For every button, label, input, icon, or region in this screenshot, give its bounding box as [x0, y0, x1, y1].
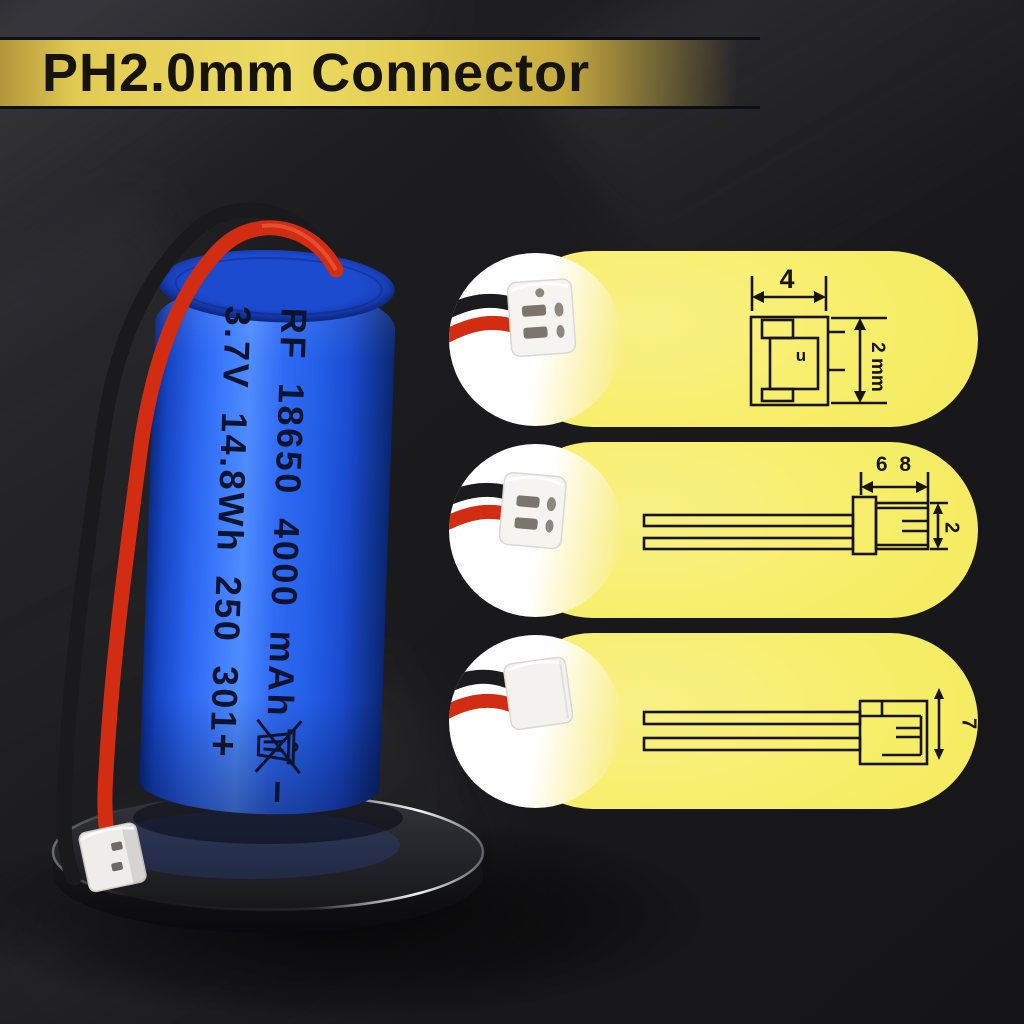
dim-pitch-label: 2: [940, 521, 963, 534]
battery-18650: RF 18650 4000 mAh − 3.7V 14.8Wh 250 301: [138, 246, 398, 822]
panel2-photo-circle: [449, 444, 622, 617]
dim-height-label: 7: [957, 717, 980, 730]
battery-print: RF 18650 4000 mAh − 3.7V 14.8Wh 250 301: [198, 305, 318, 807]
cavity-key-label: u: [795, 346, 807, 365]
panel1-photo-circle: [449, 253, 622, 426]
ph2-connector-angle-photo-icon: [449, 472, 567, 550]
dim-width-label: 4: [779, 264, 795, 294]
front-view-diagram: [749, 276, 887, 407]
title-banner: PH2.0mm Connector: [0, 40, 760, 106]
ph2-connector-front-photo-icon: [449, 278, 577, 357]
plus-mark: +: [200, 732, 246, 760]
side-view-diagram: [642, 472, 948, 556]
minus-mark: −: [255, 779, 300, 807]
panel3-photo-circle: [449, 635, 622, 808]
ph2-connector-back-photo-icon: [449, 656, 574, 731]
no-disposal-icon: [254, 718, 303, 774]
ph2-plug: [78, 822, 147, 893]
back-view-diagram: [642, 688, 944, 766]
page-title: PH2.0mm Connector: [42, 43, 591, 103]
dim-height-label: 2 mm: [867, 342, 888, 392]
dim-length-label: 6 8: [875, 453, 915, 476]
